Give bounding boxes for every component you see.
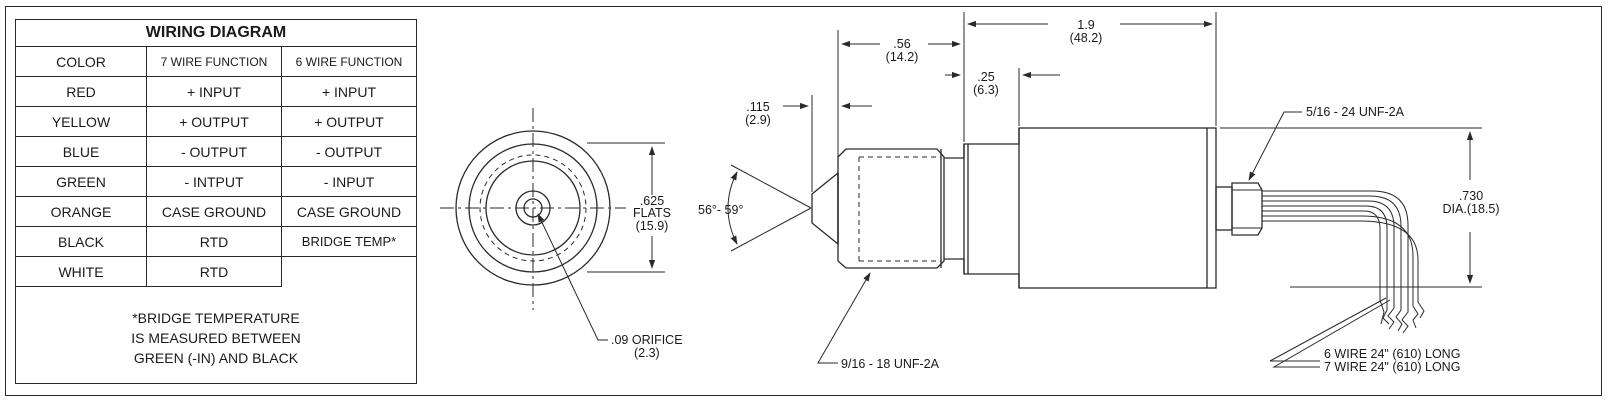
orifice-label-mm: (2.3) bbox=[634, 346, 660, 360]
cell: ORANGE bbox=[16, 196, 147, 227]
cable-thread-label: 5/16 - 24 UNF-2A bbox=[1306, 105, 1405, 119]
table-row: BLUE - OUTPUT - OUTPUT bbox=[16, 136, 416, 167]
table-row: WHITE RTD bbox=[16, 256, 416, 287]
cell: - OUTPUT bbox=[146, 136, 282, 167]
cell: YELLOW bbox=[16, 106, 147, 137]
cell: RED bbox=[16, 76, 147, 107]
note-line: GREEN (-IN) AND BLACK bbox=[133, 350, 299, 366]
cell: RTD bbox=[146, 256, 282, 287]
tip-label: .115 bbox=[746, 100, 769, 114]
wire-bundle bbox=[1262, 190, 1425, 334]
cell: BLACK bbox=[16, 226, 147, 257]
cell: WHITE bbox=[16, 256, 147, 287]
wiring-diagram-table: WIRING DIAGRAM COLOR 7 WIRE FUNCTION 6 W… bbox=[15, 19, 417, 384]
cell: - OUTPUT bbox=[281, 136, 416, 167]
cell bbox=[281, 256, 416, 287]
flats-label-2: FLATS bbox=[633, 206, 671, 220]
body-dia-label: .730 bbox=[1459, 189, 1483, 203]
wire-length-7: 7 WIRE 24" (610) LONG bbox=[1324, 360, 1460, 374]
end-view: .625 FLATS (15.9) .09 ORIFICE (2.3) bbox=[440, 108, 683, 360]
note-line: *BRIDGE TEMPERATURE bbox=[132, 310, 300, 326]
cell: BRIDGE TEMP* bbox=[281, 226, 416, 257]
cell: + OUTPUT bbox=[281, 106, 416, 137]
orifice-label: .09 ORIFICE bbox=[611, 333, 683, 347]
cell: GREEN bbox=[16, 166, 147, 197]
shoulder-label: .25 bbox=[977, 70, 994, 84]
cell: BLUE bbox=[16, 136, 147, 167]
wire-length-6: 6 WIRE 24" (610) LONG bbox=[1324, 347, 1460, 361]
cell: + INPUT bbox=[281, 76, 416, 107]
tip-mm: (2.9) bbox=[745, 113, 771, 127]
table-row: GREEN - INTPUT - INPUT bbox=[16, 166, 416, 197]
cell: + INPUT bbox=[146, 76, 282, 107]
cell: RTD bbox=[146, 226, 282, 257]
body-dia-mm: DIA.(18.5) bbox=[1443, 202, 1500, 216]
cell: - INPUT bbox=[281, 166, 416, 197]
wiring-title: WIRING DIAGRAM bbox=[16, 20, 416, 47]
header-6-wire: 6 WIRE FUNCTION bbox=[281, 46, 416, 77]
angle-label: 56°- 59° bbox=[698, 203, 743, 217]
overall-length-mm: (48.2) bbox=[1070, 31, 1103, 45]
shoulder-mm: (6.3) bbox=[973, 83, 999, 97]
flats-label-mm: (15.9) bbox=[636, 219, 669, 233]
overall-length-label: 1.9 bbox=[1077, 18, 1094, 32]
port-thread-label: 9/16 - 18 UNF-2A bbox=[841, 357, 940, 371]
header-color: COLOR bbox=[16, 46, 147, 77]
cell: - INTPUT bbox=[146, 166, 282, 197]
side-view: 56°- 59° bbox=[698, 12, 1499, 374]
table-row: ORANGE CASE GROUND CASE GROUND bbox=[16, 196, 416, 227]
drawing-frame bbox=[5, 6, 1602, 396]
table-row: RED + INPUT + INPUT bbox=[16, 76, 416, 107]
table-row: BLACK RTD BRIDGE TEMP* bbox=[16, 226, 416, 257]
cell: CASE GROUND bbox=[281, 196, 416, 227]
flats-label: .625 bbox=[640, 194, 664, 208]
note-line: IS MEASURED BETWEEN bbox=[131, 330, 301, 346]
table-row: YELLOW + OUTPUT + OUTPUT bbox=[16, 106, 416, 137]
cell: + OUTPUT bbox=[146, 106, 282, 137]
cell: CASE GROUND bbox=[146, 196, 282, 227]
hex-length-label: .56 bbox=[893, 37, 910, 51]
hex-length-mm: (14.2) bbox=[886, 50, 919, 64]
header-7-wire: 7 WIRE FUNCTION bbox=[146, 46, 282, 77]
bridge-temperature-note: *BRIDGE TEMPERATURE IS MEASURED BETWEEN … bbox=[16, 308, 416, 368]
